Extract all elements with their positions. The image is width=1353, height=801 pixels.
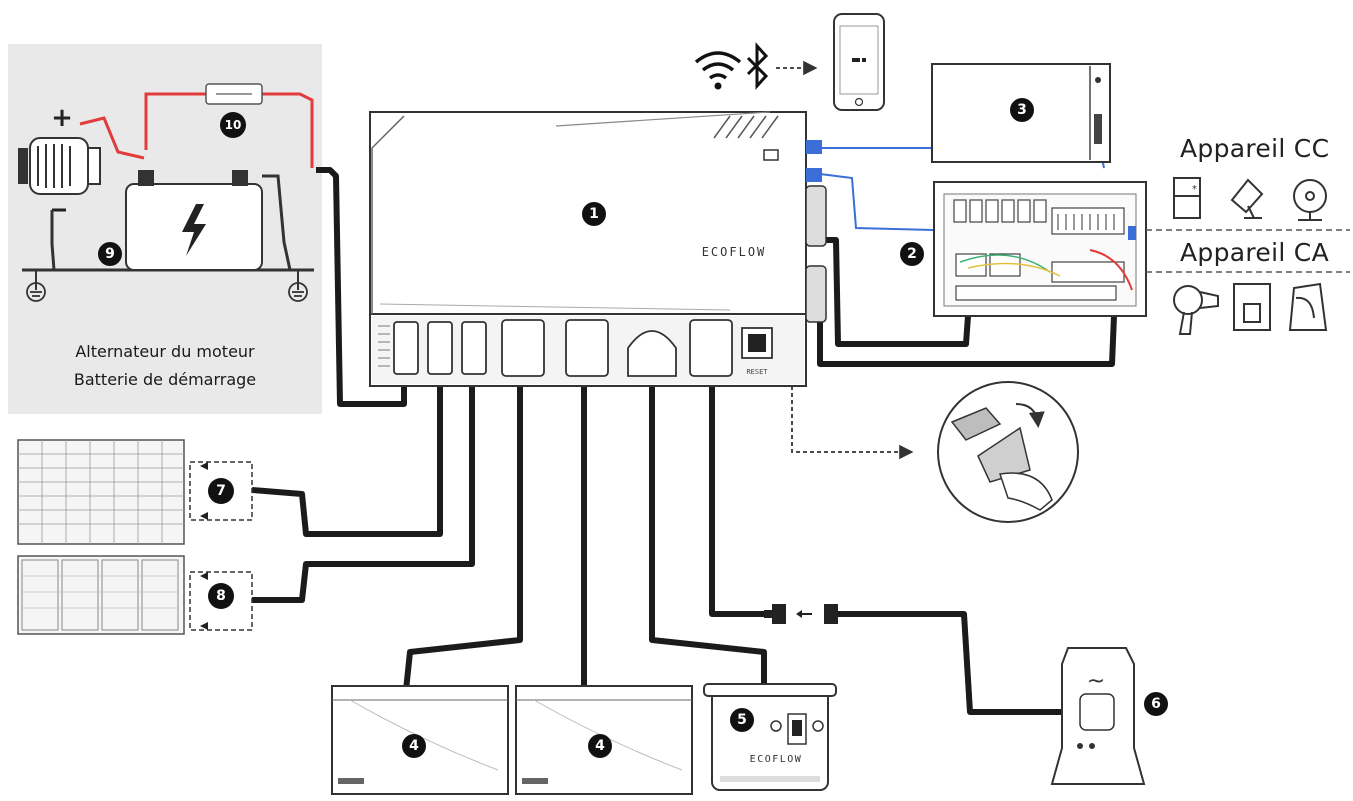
fuse-icon [205,83,263,105]
hair-dryer-icon [1173,285,1219,335]
solar-panel-rigid [17,439,185,545]
wifi-icon [694,51,742,80]
svg-text:*: * [1192,184,1197,195]
badge-5: 5 [730,708,754,732]
dc-appliance-title: Appareil CC [1180,134,1330,163]
badge-10: 10 [220,112,246,138]
distribution-panel [933,181,1147,317]
detail-arrow [791,386,914,460]
badge-2: 2 [900,242,924,266]
svg-text:9: 9 [105,246,115,262]
connector-box [189,571,253,631]
svg-text:7: 7 [216,483,226,499]
coffee-maker-icon [1233,283,1271,331]
smart-generator: ECOFLOW [703,683,837,791]
badge-8: 8 [208,583,234,609]
svg-text:2: 2 [907,246,917,262]
svg-text:1: 1 [589,206,599,222]
badge-4: 4 [402,734,426,758]
ac-appliance-title: Appareil CA [1180,238,1329,267]
badge-6: 6 [1144,692,1168,716]
badge-9: 9 [98,242,122,266]
engine-caption-line2: Batterie de démarrage [73,370,257,389]
svg-text:RESET: RESET [746,368,768,376]
cables [251,167,1117,715]
ground-icon [288,270,308,302]
starter-battery-icon [125,170,263,271]
plug-icon [764,604,838,624]
badge-3: 3 [1010,98,1034,122]
engine-panel: + [8,44,322,414]
engine-caption: Alternateur du moteur Batterie de démarr… [20,338,310,394]
fan-icon [1293,179,1327,221]
connector-box [189,461,253,521]
badge-7: 7 [208,478,234,504]
svg-text:ECOFLOW: ECOFLOW [750,754,803,765]
lamp-icon [1230,178,1264,219]
svg-text:+: + [51,103,73,133]
solar-panel-portable [17,555,185,635]
bluetooth-icon [746,42,769,90]
svg-text:6: 6 [1151,696,1161,712]
reset-detail-callout [937,381,1079,523]
ground-icon [26,270,46,302]
svg-text:10: 10 [225,118,242,132]
engine-caption-line1: Alternateur du moteur [75,342,255,361]
badge-1: 1 [582,202,606,226]
brand-logo: ECOFLOW [702,245,767,259]
smartphone-icon [833,13,885,111]
alternator-icon: + [18,103,101,212]
power-hub: RESET [369,111,827,387]
kettle-icon [1288,282,1328,331]
badge-4: 4 [588,734,612,758]
svg-text:3: 3 [1017,102,1027,118]
svg-text:4: 4 [409,738,419,754]
svg-text:5: 5 [737,712,747,728]
svg-text:4: 4 [595,738,605,754]
shore-power-outlet: ~ [1050,647,1146,785]
svg-text:8: 8 [216,588,226,604]
fridge-icon: * [1173,177,1201,219]
svg-text:~: ~ [1087,669,1105,694]
extra-battery-1 [331,685,509,795]
